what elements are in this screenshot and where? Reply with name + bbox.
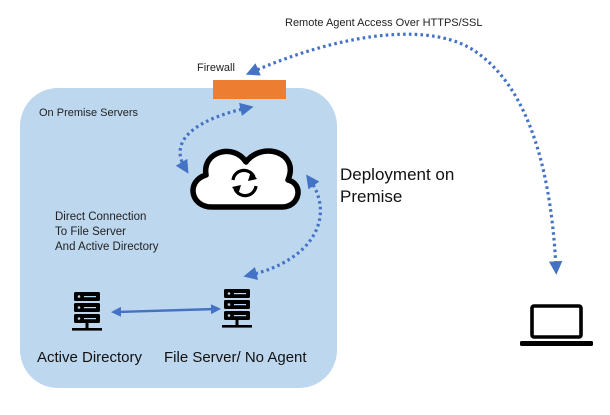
cloud-sync-icon (190, 148, 301, 210)
file-server-icon (222, 289, 252, 328)
file-server-label: File Server/ No Agent (164, 349, 307, 366)
remote-access-label: Remote Agent Access Over HTTPS/SSL (285, 17, 483, 29)
laptop-icon (520, 304, 593, 346)
direct-connection-line3: And Active Directory (55, 241, 159, 253)
firewall-label: Firewall (197, 62, 235, 74)
active-directory-label: Active Directory (37, 349, 143, 366)
deployment-label-line1: Deployment on (340, 165, 455, 184)
remote-access-connector (245, 32, 563, 275)
direct-connection-line2: To File Server (55, 226, 126, 238)
on-premise-label: On Premise Servers (39, 107, 139, 119)
firewall-cloud-connector (175, 102, 254, 174)
direct-connection-line1: Direct Connection (55, 211, 147, 223)
deployment-label-line2: Premise (340, 187, 403, 206)
direct-connection-label: Direct Connection To File Server And Act… (55, 210, 159, 255)
deployment-label: Deployment on Premise (340, 164, 454, 208)
cloud-fileserver-connector (243, 174, 322, 281)
active-directory-server-icon (72, 292, 102, 331)
ad-fileserver-connector (110, 304, 222, 317)
